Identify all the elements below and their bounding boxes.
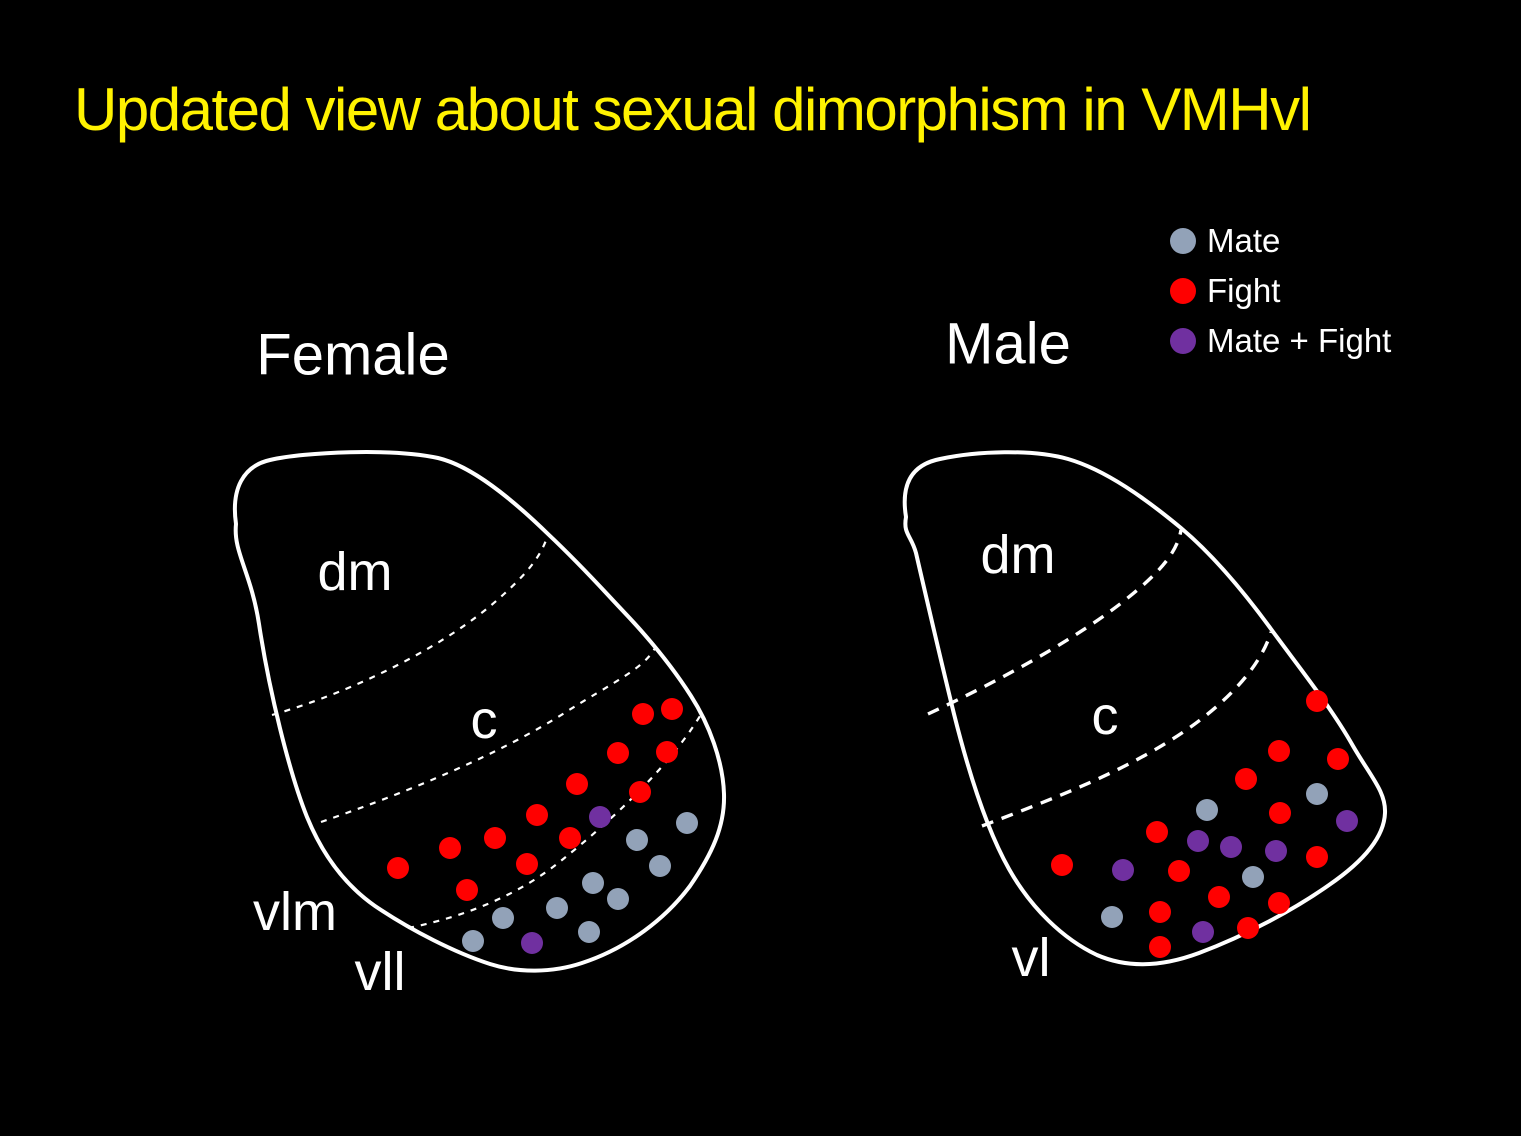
fight-dot — [1306, 690, 1328, 712]
fight-dot — [629, 781, 651, 803]
fight-dot — [1269, 802, 1291, 824]
slide-title: Updated view about sexual dimorphism in … — [74, 76, 1312, 143]
fight-dot — [1051, 854, 1073, 876]
mate-fight-dot — [1336, 810, 1358, 832]
legend-item-mate-fight: Mate + Fight — [1170, 324, 1391, 357]
female-region-boundary-3 — [407, 715, 701, 930]
male-region-label-dm: dm — [980, 525, 1055, 585]
mate-fight-dot — [1220, 836, 1242, 858]
legend-item-mate: Mate — [1170, 224, 1391, 257]
male-heading: Male — [945, 312, 1071, 377]
fight-dot — [526, 804, 548, 826]
mate-dot — [626, 829, 648, 851]
fight-dot — [1149, 901, 1171, 923]
legend-item-fight: Fight — [1170, 274, 1391, 307]
mate-dot — [492, 907, 514, 929]
legend: Mate Fight Mate + Fight — [1170, 224, 1391, 357]
male-outline — [902, 450, 1388, 967]
mate-dot — [1242, 866, 1264, 888]
fight-dot — [632, 703, 654, 725]
fight-dot — [456, 879, 478, 901]
mate-dot — [607, 888, 629, 910]
female-region-boundary-1 — [271, 533, 550, 717]
female-heading: Female — [256, 323, 449, 388]
fight-dot — [1268, 892, 1290, 914]
fight-dot — [559, 827, 581, 849]
mate-dot — [1306, 783, 1328, 805]
fight-dot — [1237, 917, 1259, 939]
fight-dot — [484, 827, 506, 849]
fight-dot — [607, 742, 629, 764]
mate-fight-dot — [1192, 921, 1214, 943]
fight-dot — [387, 857, 409, 879]
male-region-boundary-1 — [927, 529, 1183, 716]
mate-fight-dot — [521, 932, 543, 954]
female-region-label-c: c — [471, 690, 498, 750]
fight-dot — [1235, 768, 1257, 790]
mate-fight-dot — [1112, 859, 1134, 881]
male-diagram: Male dm c vl — [902, 312, 1388, 988]
female-outline — [233, 450, 727, 973]
mate-dot — [546, 897, 568, 919]
mate-dot-icon — [1170, 227, 1196, 254]
legend-label-mate-fight: Mate + Fight — [1207, 322, 1392, 359]
mate-dot — [649, 855, 671, 877]
fight-dot — [1168, 860, 1190, 882]
fight-dot-icon — [1170, 277, 1196, 304]
female-region-label-dm: dm — [317, 542, 392, 602]
male-region-label-vl: vl — [1012, 928, 1051, 988]
mate-dot — [1101, 906, 1123, 928]
mate-dot — [462, 930, 484, 952]
fight-dot — [1268, 740, 1290, 762]
mate-dot — [1196, 799, 1218, 821]
fight-dot — [439, 837, 461, 859]
legend-label-fight: Fight — [1207, 272, 1281, 309]
mate-fight-dot — [589, 806, 611, 828]
female-region-label-vlm: vlm — [253, 882, 337, 942]
fight-dot — [656, 741, 678, 763]
mate-dot — [582, 872, 604, 894]
mate-fight-dot — [1187, 830, 1209, 852]
mate-dot — [578, 921, 600, 943]
male-region-label-c: c — [1092, 686, 1119, 746]
mate-dot — [676, 812, 698, 834]
fight-dot — [661, 698, 683, 720]
fight-dot — [1327, 748, 1349, 770]
mate-fight-dot-icon — [1170, 327, 1196, 354]
male-region-boundary-2 — [981, 631, 1273, 828]
fight-dot — [1208, 886, 1230, 908]
fight-dot — [516, 853, 538, 875]
fight-dot — [1306, 846, 1328, 868]
female-region-label-vll: vll — [355, 942, 406, 1002]
fight-dot — [1149, 936, 1171, 958]
mate-fight-dot — [1265, 840, 1287, 862]
fight-dot — [1146, 821, 1168, 843]
legend-label-mate: Mate — [1207, 222, 1281, 259]
fight-dot — [566, 773, 588, 795]
